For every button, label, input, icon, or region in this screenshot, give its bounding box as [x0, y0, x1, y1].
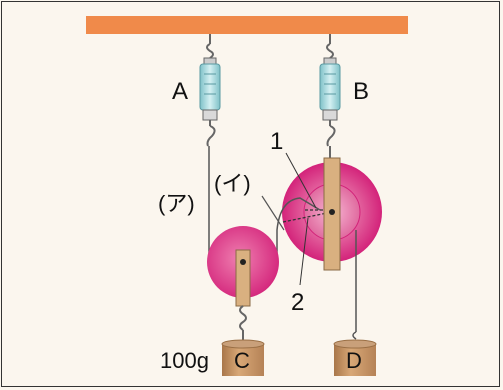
spring-scale-b [319, 34, 341, 158]
weight-d [333, 339, 377, 376]
label-string-a: (ア) [158, 191, 195, 216]
label-point-2: 2 [291, 289, 305, 316]
weight-c [221, 339, 265, 376]
label-weight-c: C [234, 348, 250, 373]
label-mass-c: 100g [160, 348, 209, 373]
label-point-1: 1 [270, 128, 284, 155]
movable-pulley [207, 226, 279, 344]
spring-scale-a [199, 34, 221, 147]
label-scale-a: A [172, 78, 189, 105]
ceiling-bar [86, 16, 408, 34]
label-weight-d: D [346, 348, 362, 373]
label-string-b: (イ) [214, 171, 251, 196]
string-b [276, 197, 321, 262]
label-scale-b: B [353, 78, 370, 105]
